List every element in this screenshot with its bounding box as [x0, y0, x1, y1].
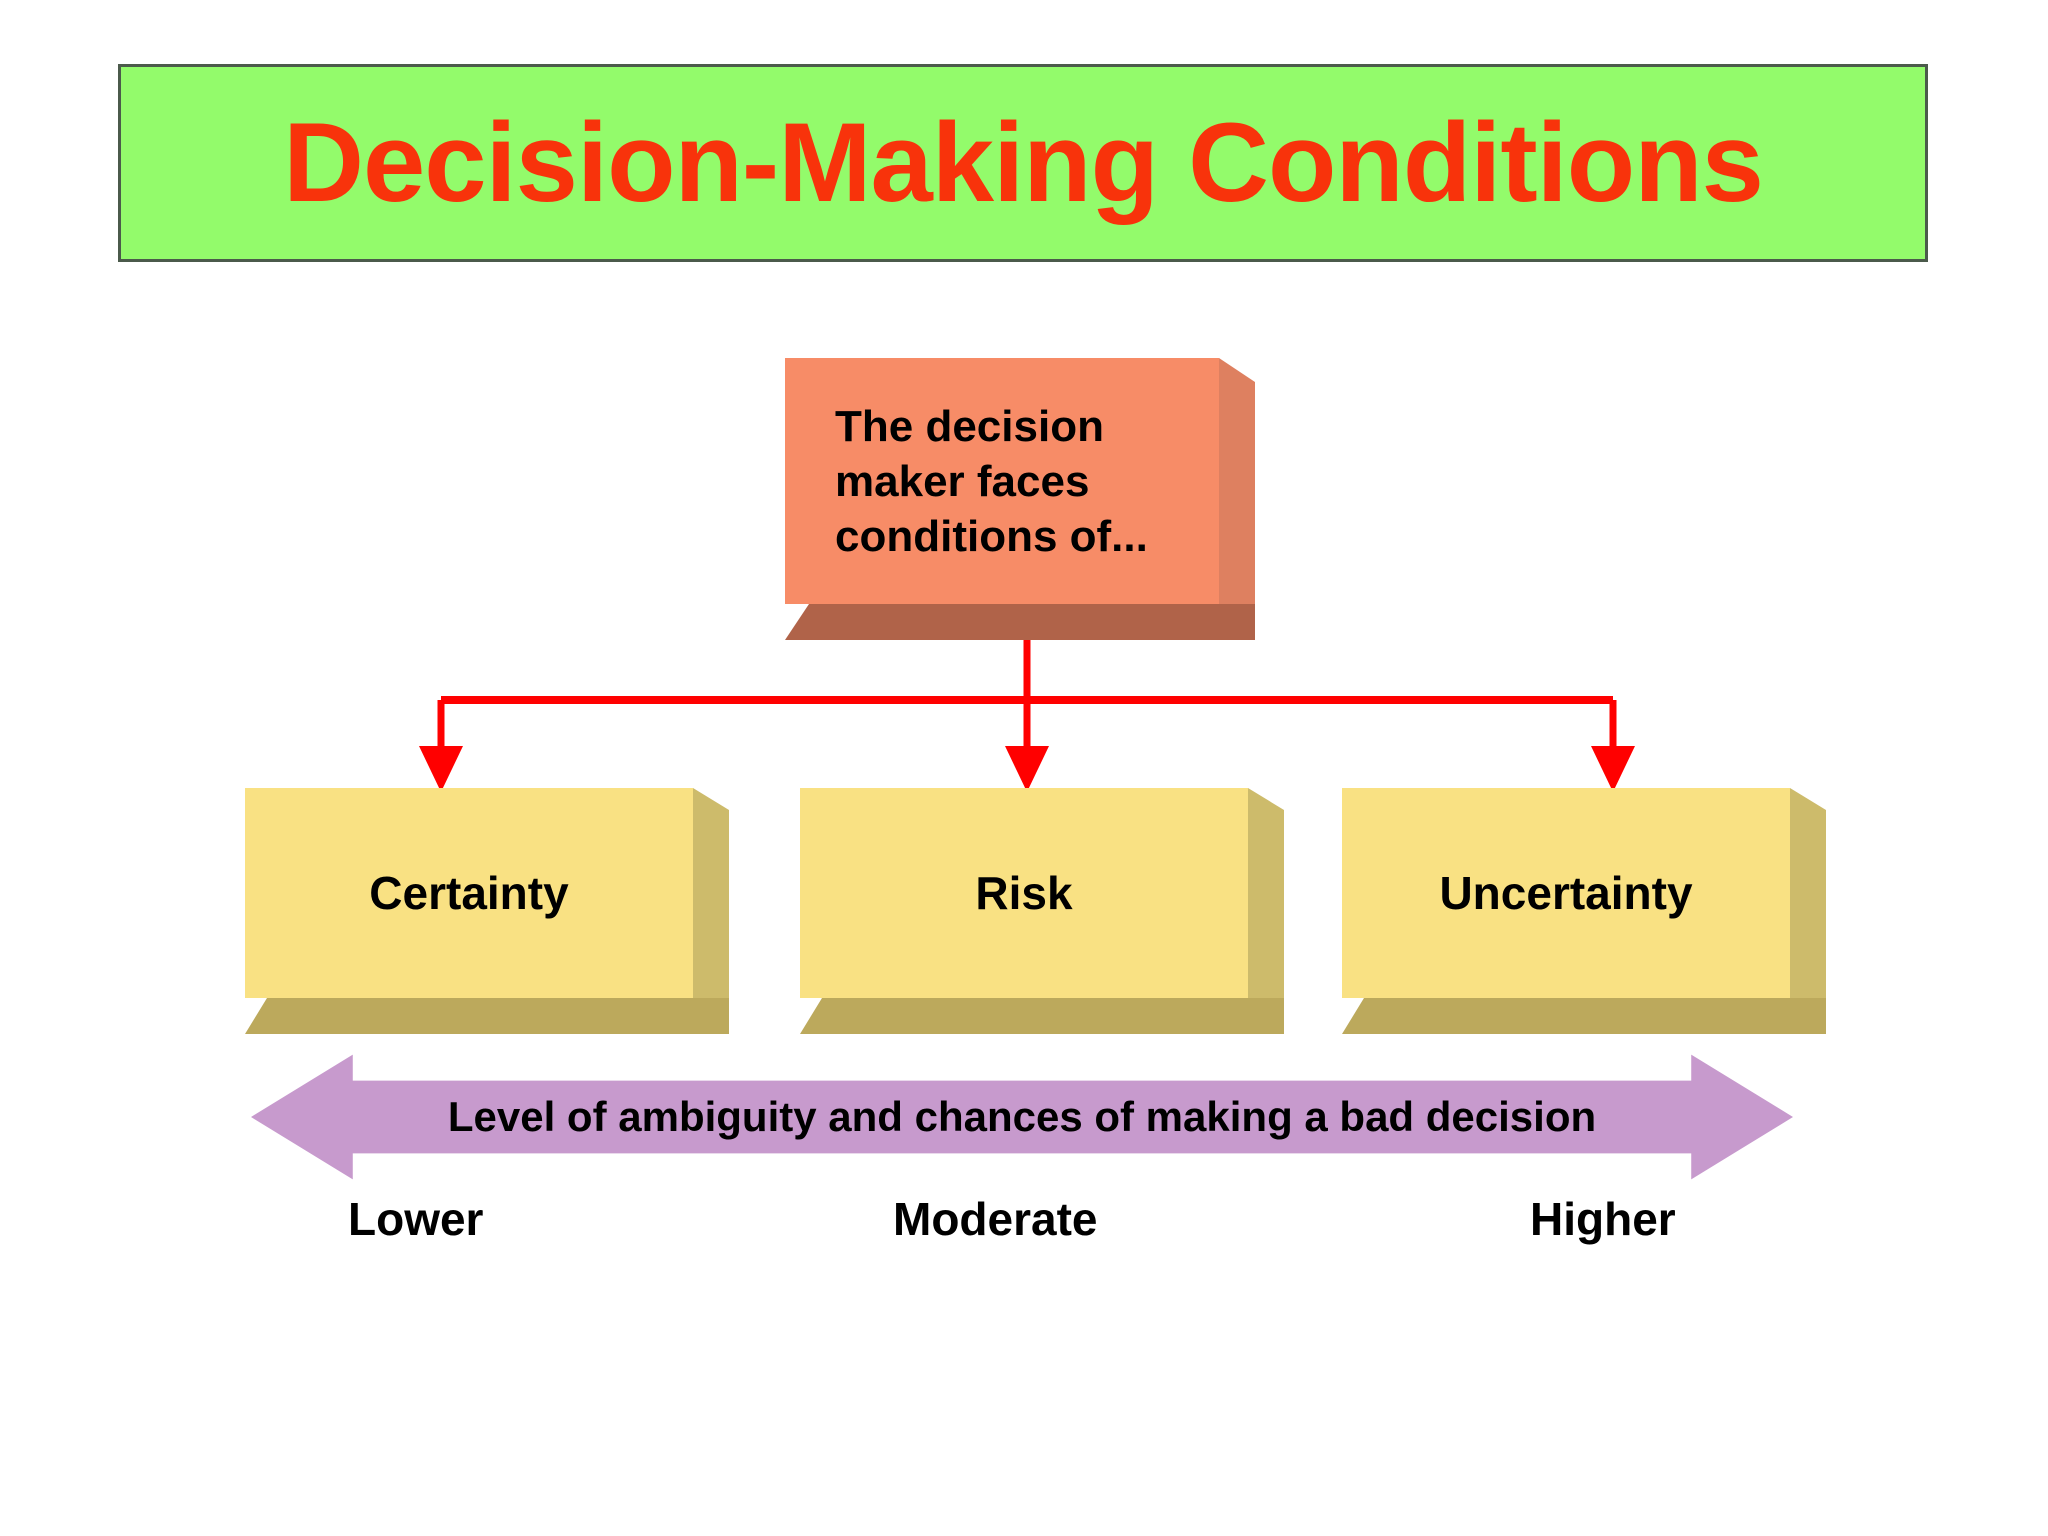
condition-label: Certainty: [369, 867, 569, 919]
ambiguity-scale-arrow: Level of ambiguity and chances of making…: [251, 1052, 1793, 1182]
condition-box-bottom-face: [1342, 998, 1826, 1034]
condition-box-front-face: Uncertainty: [1342, 788, 1790, 998]
arrowhead-certainty-icon: [419, 746, 463, 792]
condition-label: Uncertainty: [1439, 867, 1693, 919]
source-box-right-face: [1219, 358, 1255, 640]
scale-label-higher: Higher: [1530, 1193, 1676, 1245]
condition-box-bottom-face: [245, 998, 729, 1034]
condition-box-right-face: [1790, 788, 1826, 1034]
condition-box-front-face: Certainty: [245, 788, 693, 998]
condition-box-uncertainty: Uncertainty: [1342, 788, 1826, 1034]
scale-label-moderate: Moderate: [893, 1193, 1098, 1245]
slide-title-banner: Decision-Making Conditions: [118, 64, 1928, 262]
arrowhead-uncertainty-icon: [1591, 746, 1635, 792]
condition-label: Risk: [975, 867, 1073, 919]
source-box: The decision maker faces conditions of..…: [785, 358, 1255, 640]
page-title: Decision-Making Conditions: [283, 100, 1764, 225]
source-box-front-face: The decision maker faces conditions of..…: [785, 358, 1219, 604]
source-box-text: The decision maker faces conditions of..…: [835, 401, 1148, 561]
ambiguity-scale-label: Level of ambiguity and chances of making…: [447, 1093, 1597, 1140]
condition-box-risk: Risk: [800, 788, 1284, 1034]
condition-box-front-face: Risk: [800, 788, 1248, 998]
scale-label-lower: Lower: [348, 1193, 484, 1245]
condition-box-certainty: Certainty: [245, 788, 729, 1034]
condition-box-right-face: [693, 788, 729, 1034]
condition-box-right-face: [1248, 788, 1284, 1034]
condition-box-bottom-face: [800, 998, 1284, 1034]
arrowhead-risk-icon: [1005, 746, 1049, 792]
source-box-bottom-face: [785, 604, 1255, 640]
